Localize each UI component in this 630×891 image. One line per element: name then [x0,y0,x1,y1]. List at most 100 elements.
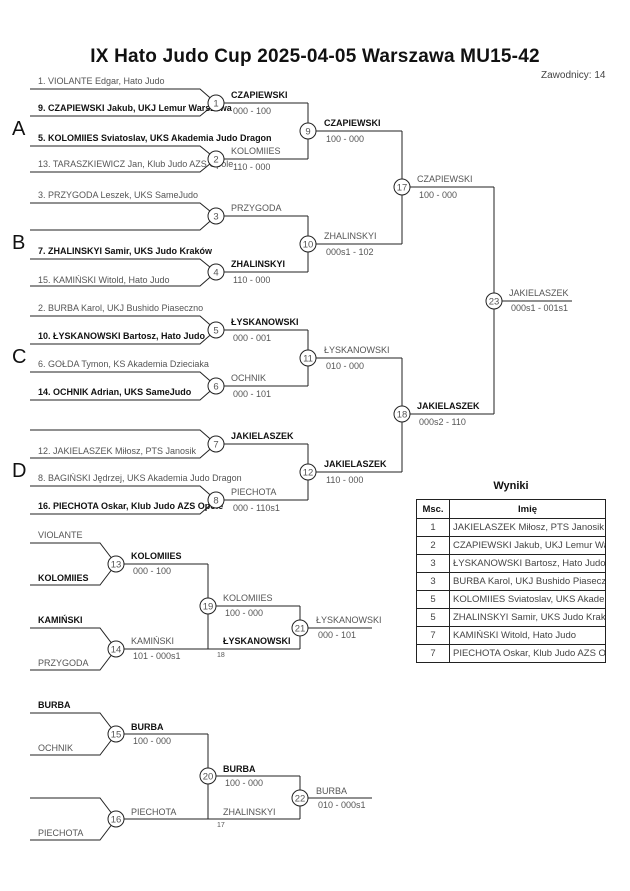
match-number: 22 [295,794,306,805]
pool-label-c: C [12,346,27,368]
result-place: 7 [416,626,450,645]
match-winner: KOLOMIIES [231,146,281,156]
result-place: 7 [416,644,450,663]
match-number-circle [207,435,225,453]
match-number-circle [199,597,217,615]
result-place: 3 [416,572,450,591]
bracket-line [30,818,117,841]
match-winner: JAKIELASZEK [231,431,294,441]
match-number-circle [107,725,125,743]
match-score: 110 - 000 [326,475,363,485]
match-score: 100 - 000 [326,134,364,144]
match-winner: JAKIELASZEK [417,401,480,411]
bracket-line [30,712,117,735]
bracket-line [30,88,217,104]
repechage-competitor: ŁYSKANOWSKI [223,636,291,646]
match-winner: ZHALINSKYI [231,259,285,269]
match-number: 6 [213,382,218,393]
match-number: 4 [213,268,218,279]
match-number-circle [393,405,411,423]
competitor-entry: 13. TARASZKIEWICZ Jan, Klub Judo AZS Opo… [38,159,233,169]
match-winner: JAKIELASZEK [324,459,387,469]
loser-reference: 17 [217,822,225,829]
match-winner: CZAPIEWSKI [231,90,288,100]
match-score: 110 - 000 [233,275,270,285]
results-header-row: Msc. Imię [416,499,606,519]
match-number: 10 [303,240,314,251]
match-winner: OCHNIK [231,373,266,383]
result-place: 1 [416,518,450,537]
page-title: IX Hato Judo Cup 2025-04-05 Warszawa MU1… [90,46,540,67]
result-name: BURBA Karol, UKJ Bushido Piaseczno [449,572,606,591]
match-score: 100 - 000 [225,778,263,788]
repechage-competitor: KAMIŃSKI [38,615,83,625]
bracket-line [30,145,217,160]
match-number-circle [107,640,125,658]
match-number: 19 [203,602,214,613]
match-number-circle [207,207,225,225]
match-score: 100 - 000 [419,190,457,200]
match-number-circle [107,810,125,828]
match-number: 23 [489,297,500,308]
bracket-line [30,315,217,331]
match-number-circle [207,321,225,339]
match-score: 010 - 000 [326,361,364,371]
match-winner: PIECHOTA [231,487,276,497]
match-number: 14 [111,645,122,656]
competitor-entry: 3. PRZYGODA Leszek, UKS SameJudo [38,190,198,200]
competitor-entry: 10. ŁYSKANOWSKI Bartosz, Hato Judo [38,331,206,341]
match-number: 5 [213,326,218,337]
match-score: 100 - 000 [225,608,263,618]
bracket-line [30,485,217,501]
match-score: 000 - 101 [233,389,271,399]
repechage-competitor: PIECHOTA [38,828,83,838]
match-winner: CZAPIEWSKI [417,174,473,184]
match-score: 000s1 - 102 [326,247,374,257]
repechage-competitor: OCHNIK [38,743,73,753]
match-number-circle [199,767,217,785]
competitor-entry: 16. PIECHOTA Oskar, Klub Judo AZS Opole [38,501,223,511]
match-number-circle [207,491,225,509]
match-number-circle [393,178,411,196]
match-number: 17 [397,183,408,194]
results-col-place: Msc. [416,499,450,519]
repechage-competitor: VIOLANTE [38,530,83,540]
match-score: 000s1 - 001s1 [511,303,568,313]
match-winner: BURBA [131,722,164,732]
pool-label-b: B [12,232,26,254]
match-number-circle [291,789,309,807]
repechage-competitor: PRZYGODA [38,658,89,668]
result-place: 5 [416,608,450,627]
result-place: 5 [416,590,450,609]
match-number: 9 [305,127,310,138]
results-title: Wyniki [493,480,529,492]
result-name: ZHALINSKYI Samir, UKS Judo Kraków [449,608,606,627]
match-winner: PRZYGODA [231,203,282,213]
competitor-entry: 2. BURBA Karol, UKJ Bushido Piaseczno [38,303,203,313]
match-score: 000 - 100 [233,106,271,116]
bracket-line [30,202,217,217]
competitor-entry: 8. BAGIŃSKI Jędrzej, UKS Akademia Judo D… [38,473,242,483]
match-number: 8 [213,496,218,507]
match-number: 21 [295,624,306,635]
match-number: 13 [111,560,122,571]
result-name: KOLOMIIES Sviatoslav, UKS Akademia Judo … [449,590,606,609]
match-number-circle [485,292,503,310]
bracket-line [30,648,117,671]
competitor-entry: 12. JAKIELASZEK Miłosz, PTS Janosik [38,446,197,456]
match-number: 11 [303,354,313,365]
match-score: 000 - 100 [133,566,171,576]
match-winner: CZAPIEWSKI [324,118,381,128]
match-number: 2 [213,155,218,166]
match-number: 16 [111,815,122,826]
match-score: 000 - 001 [233,333,271,343]
competitor-entry: 14. OCHNIK Adrian, UKS SameJudo [38,387,192,397]
bracket-line [30,215,217,231]
match-number: 15 [111,730,122,741]
match-number-circle [299,349,317,367]
